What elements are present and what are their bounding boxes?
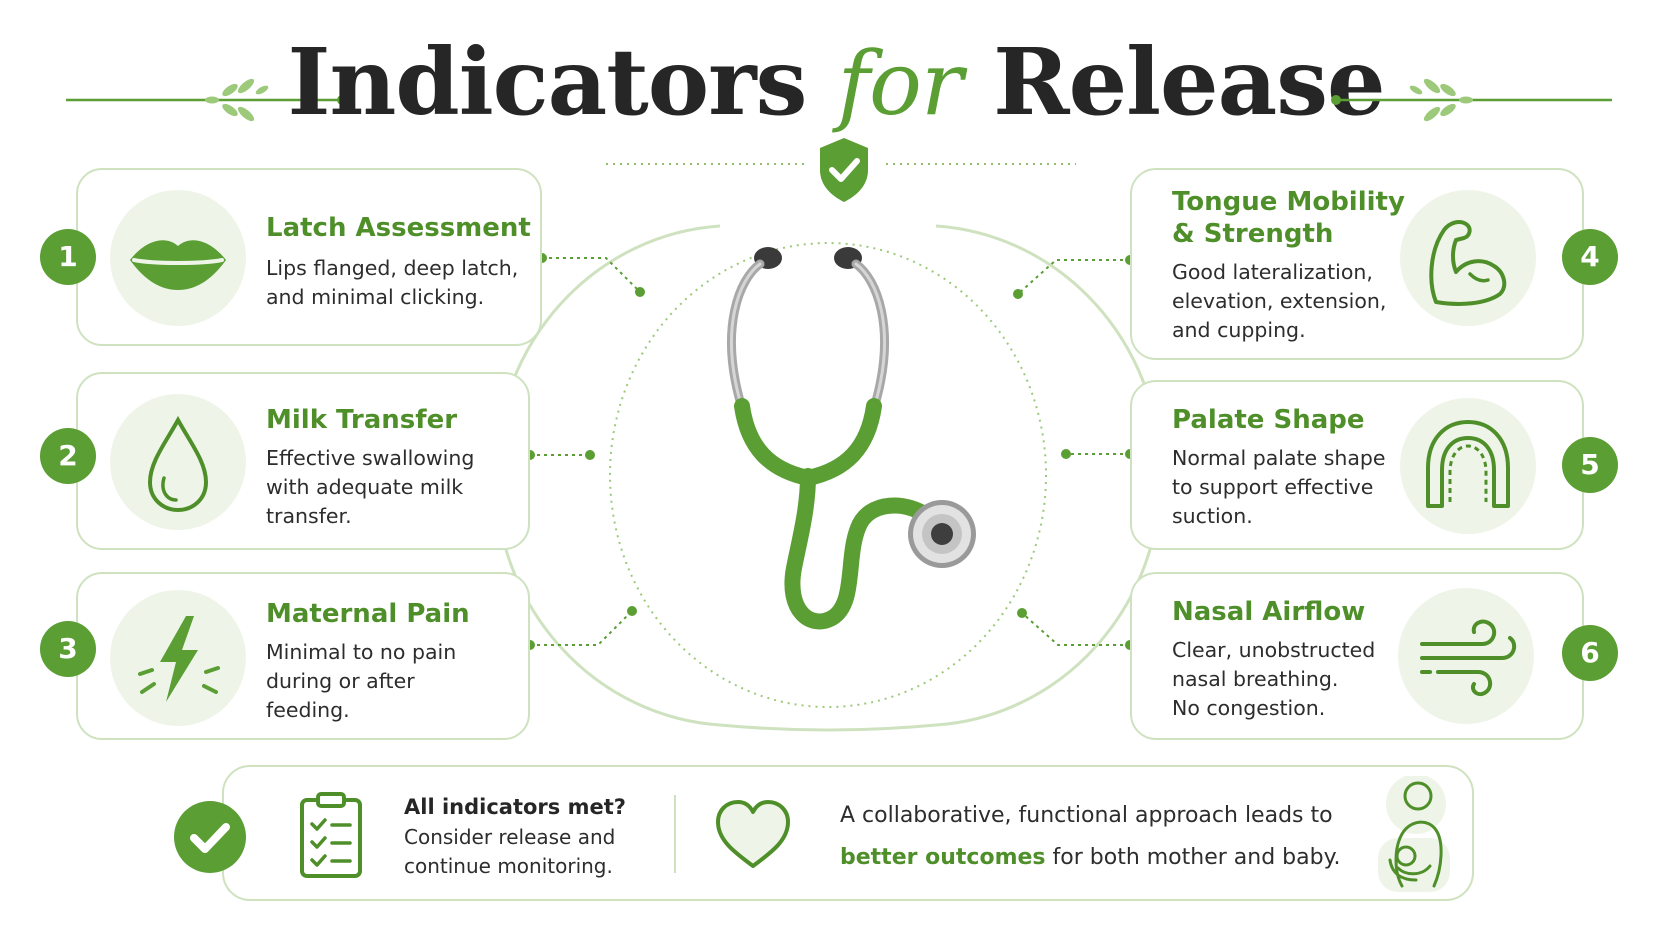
title-word-release: Release: [993, 28, 1385, 136]
stethoscope-icon: [727, 247, 976, 630]
indicator-number-4: 4: [1562, 229, 1618, 285]
summary-question-description: Consider release and continue monitoring…: [404, 825, 616, 878]
indicator-card-6: Nasal Airflow Clear, unobstructed nasal …: [1130, 572, 1584, 740]
indicator-card-5: Palate Shape Normal palate shape to supp…: [1130, 380, 1584, 550]
card-6-description: Clear, unobstructed nasal breathing. No …: [1172, 638, 1376, 720]
card-6-title: Nasal Airflow: [1172, 597, 1366, 627]
heart-icon: [716, 800, 790, 868]
palate-arch-icon: [1426, 420, 1510, 508]
page-title: Indicators for Release: [0, 36, 1672, 128]
indicator-card-3: Maternal Pain Minimal to no pain during …: [76, 572, 530, 740]
milk-drop-icon-circle: [110, 394, 246, 530]
summary-message-part2: for both mother and baby.: [1045, 845, 1341, 870]
indicator-number-3: 3: [40, 621, 96, 677]
summary-card: [222, 765, 1474, 901]
card-5-description: Normal palate shape to support effective…: [1172, 446, 1386, 528]
check-badge: [174, 801, 246, 873]
lips-icon: [130, 240, 226, 290]
milk-drop-icon: [147, 415, 209, 513]
palate-arch-icon-circle: [1400, 398, 1536, 534]
check-icon: [190, 823, 230, 853]
right-sprig-decoration: [1331, 78, 1612, 122]
indicator-number-1: 1: [40, 229, 96, 285]
indicator-number-6: 6: [1562, 625, 1618, 681]
mother-baby-icon: [1378, 776, 1450, 892]
indicator-card-1: Latch Assessment Lips flanged, deep latc…: [76, 168, 542, 346]
title-word-indicators: Indicators: [287, 28, 807, 136]
left-sprig-decoration: [66, 78, 347, 122]
summary-message: A collaborative, functional approach lea…: [840, 795, 1360, 879]
card-2-description: Effective swallowing with adequate milk …: [266, 446, 475, 528]
card-2-title: Milk Transfer: [266, 405, 458, 435]
card-3-title: Maternal Pain: [266, 599, 470, 629]
card-1-title: Latch Assessment: [266, 213, 531, 243]
lightning-pain-icon: [138, 616, 220, 702]
card-3-description: Minimal to no pain during or after feedi…: [266, 640, 457, 722]
indicator-card-4: Tongue Mobility & Strength Good laterali…: [1130, 168, 1584, 360]
airflow-icon: [1420, 619, 1517, 697]
card-4-title: Tongue Mobility & Strength: [1172, 187, 1405, 249]
summary-message-highlight: better outcomes: [840, 845, 1046, 870]
card-1-description: Lips flanged, deep latch, and minimal cl…: [266, 256, 519, 309]
title-word-for: for: [837, 32, 963, 135]
flexed-arm-icon: [1429, 220, 1507, 306]
summary-divider: [674, 795, 676, 873]
indicator-number-2: 2: [40, 428, 96, 484]
clipboard-checklist-icon: [300, 792, 362, 878]
indicator-number-5: 5: [1562, 437, 1618, 493]
lips-icon-circle: [110, 190, 246, 326]
lightning-pain-icon-circle: [110, 590, 246, 726]
card-4-description: Good lateralization, elevation, extensio…: [1172, 260, 1387, 342]
title-row: Indicators for Release: [0, 18, 1672, 138]
indicator-card-2: Milk Transfer Effective swallowing with …: [76, 372, 530, 550]
shield-check-icon: [820, 138, 868, 202]
summary-question: All indicators met?: [404, 795, 626, 819]
summary-message-part1: A collaborative, functional approach lea…: [840, 803, 1333, 828]
card-5-title: Palate Shape: [1172, 405, 1365, 435]
airflow-icon-circle: [1398, 588, 1534, 724]
flexed-arm-icon-circle: [1400, 190, 1536, 326]
